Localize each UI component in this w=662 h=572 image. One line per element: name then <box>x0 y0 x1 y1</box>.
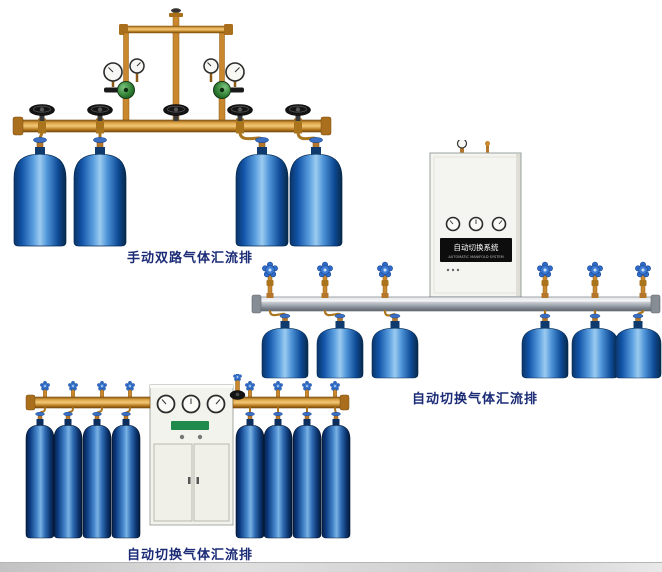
cabinet-panel-text: 自动切换系统 <box>454 242 499 252</box>
auto-switch-manifold-illustration: 自动切换系统 AUTOMATIC MANIFOLD SYSTEM <box>251 140 662 379</box>
riser-valve <box>302 381 311 398</box>
bottom-strip <box>0 562 662 572</box>
riser-valve <box>97 381 106 398</box>
riser-valve <box>245 381 254 398</box>
cabinet-top-fitting <box>486 144 489 154</box>
handwheel-valve <box>29 104 55 122</box>
riser-valve <box>330 381 339 398</box>
handwheel-valve <box>163 104 189 122</box>
gas-cylinder <box>521 313 569 379</box>
pressure-gauge <box>456 140 468 149</box>
gas-cylinder <box>13 136 67 247</box>
valve-cap <box>485 141 490 146</box>
gas-cylinder <box>111 411 141 539</box>
figure-caption: 自动切换气体汇流排 <box>411 392 538 407</box>
hoses <box>268 309 645 317</box>
riser-valve <box>635 262 650 297</box>
gas-cylinder <box>371 313 419 379</box>
handwheel-valve <box>227 104 253 122</box>
control-cabinet: 自动切换系统 AUTOMATIC MANIFOLD SYSTEM <box>429 140 522 298</box>
cabinet-panel <box>440 238 512 262</box>
gas-cylinder <box>261 313 309 379</box>
riser-valve <box>40 381 49 398</box>
gas-cylinder <box>321 411 351 539</box>
cabinet-panel-subtext: AUTOMATIC MANIFOLD SYSTEM <box>448 255 503 259</box>
control-cabinet <box>149 384 234 526</box>
handwheel-valve <box>229 390 246 400</box>
gas-cylinder <box>82 411 112 539</box>
riser-valve <box>537 262 552 297</box>
riser-valve <box>68 381 77 398</box>
door-handle <box>196 477 199 484</box>
gas-cylinder <box>235 411 265 539</box>
hoses <box>38 130 318 142</box>
gas-cylinder <box>73 136 127 247</box>
manifold-pipe <box>25 394 350 411</box>
gas-cylinder <box>292 411 322 539</box>
figure-caption: 手动双路气体汇流排 <box>126 251 253 266</box>
figure-caption: 自动切换气体汇流排 <box>126 548 253 563</box>
riser-valve <box>262 262 277 297</box>
manual-dual-manifold-illustration <box>12 8 343 247</box>
gas-cylinder <box>53 411 83 539</box>
gas-cylinder <box>263 411 293 539</box>
gas-cylinder <box>614 313 662 379</box>
gas-cylinder <box>25 411 55 539</box>
riser-valve <box>125 381 134 398</box>
auto-switch-floor-manifold-illustration <box>25 374 351 539</box>
gas-cylinder <box>571 313 619 379</box>
manifold-pipe <box>251 293 661 314</box>
door-handle <box>188 477 191 484</box>
riser-valve <box>377 262 392 297</box>
top-header-pipework <box>119 8 233 122</box>
riser-valve <box>587 262 602 297</box>
manifold-pipe <box>12 116 332 136</box>
cabinet-door <box>153 443 193 522</box>
cabinet-label <box>171 421 209 430</box>
riser-valve <box>273 381 282 398</box>
handwheel-valve <box>87 104 113 122</box>
cabinet-knob <box>197 434 203 440</box>
riser-valve <box>317 262 332 297</box>
cabinet-knob <box>179 434 185 440</box>
gas-cylinder <box>316 313 364 379</box>
cabinet-door <box>193 443 230 522</box>
top-valve-knob <box>171 8 181 13</box>
handwheel-valve <box>285 104 311 122</box>
